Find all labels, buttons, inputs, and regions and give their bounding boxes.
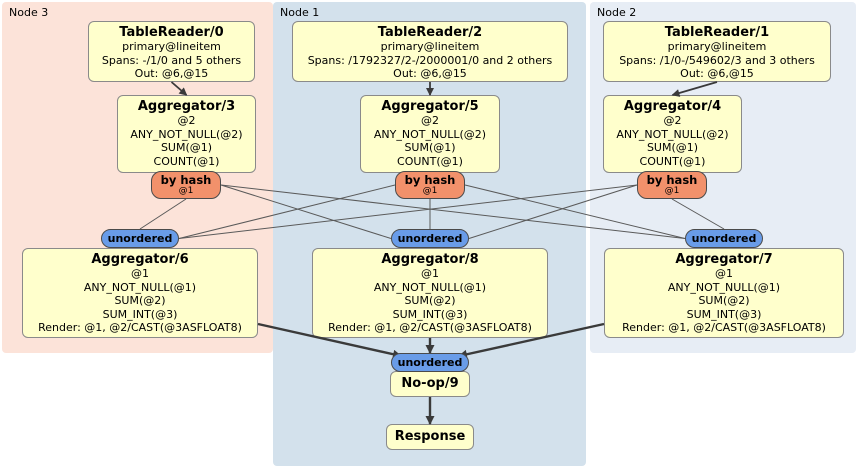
processor-title: TableReader/2 [377, 25, 483, 40]
processor-detail-line: @1 [421, 267, 439, 280]
region-label: Node 3 [9, 6, 49, 19]
router-columns: @1 [422, 186, 438, 196]
processor-detail-line: SUM(@1) [160, 141, 213, 154]
processor-detail-line: SUM_INT(@3) [686, 307, 762, 321]
processor-title: Response [394, 429, 466, 444]
processor-detail-line: ANY_NOT_NULL(@1) [83, 280, 197, 294]
router-columns: @1 [664, 186, 680, 196]
processor-detail-line: SUM(@1) [404, 141, 456, 154]
sync-unordered-final: unordered [391, 353, 469, 372]
processor-title: Aggregator/4 [623, 99, 722, 114]
processor-detail-line: @2 [663, 114, 682, 127]
processor-detail-line: Out: @6,@15 [134, 67, 209, 80]
region-label: Node 2 [597, 6, 637, 19]
processor-detail-line: ANY_NOT_NULL(@1) [667, 280, 781, 294]
processor-detail-line: Out: @6,@15 [393, 67, 467, 80]
processor-detail-line: SUM_INT(@3) [102, 307, 178, 321]
processor-detail-line: Spans: -/1/0 and 5 others [101, 53, 242, 67]
router-by-hash-5: by hash @1 [395, 171, 465, 199]
processor-detail-line: SUM(@2) [404, 294, 456, 307]
processor-title: Aggregator/5 [381, 99, 479, 114]
processor-title: Aggregator/6 [91, 252, 189, 267]
processor-detail-line: SUM_INT(@3) [392, 307, 468, 321]
sync-unordered-middle: unordered [391, 229, 469, 248]
processor-title: Aggregator/3 [137, 99, 236, 114]
processor-detail-line: ANY_NOT_NULL(@1) [373, 280, 487, 294]
processor-detail-line: COUNT(@1) [639, 154, 706, 168]
processor-detail-line: ANY_NOT_NULL(@2) [373, 127, 487, 141]
sync-unordered-right: unordered [685, 229, 763, 248]
processor-response: Response [386, 424, 474, 450]
region-label: Node 1 [280, 6, 320, 19]
processor-noop-9: No-op/9 [390, 371, 470, 397]
sync-unordered-left: unordered [101, 229, 179, 248]
processor-detail-line: Out: @6,@15 [680, 67, 754, 80]
router-columns: @1 [178, 186, 194, 196]
processor-detail-line: Render: @1, @2/CAST(@3ASFLOAT8) [38, 321, 242, 334]
router-by-hash-3: by hash @1 [151, 171, 221, 199]
processor-title: Aggregator/7 [675, 252, 773, 267]
processor-detail-line: Spans: /1792327/2-/2000001/0 and 2 other… [307, 53, 553, 67]
processor-detail-line: @2 [421, 114, 439, 127]
processor-title: Aggregator/8 [381, 252, 479, 267]
processor-detail-line: @1 [131, 267, 149, 280]
processor-title: TableReader/0 [119, 25, 224, 40]
processor-detail-line: COUNT(@1) [153, 154, 220, 168]
processor-detail-line: ANY_NOT_NULL(@2) [130, 127, 243, 141]
processor-detail-line: Spans: /1/0-/549602/3 and 3 others [619, 53, 815, 67]
processor-title: TableReader/1 [664, 25, 770, 40]
processor-detail-line: COUNT(@1) [397, 154, 463, 168]
processor-detail-line: SUM(@1) [646, 141, 699, 154]
router-label: by hash [160, 173, 212, 187]
processor-detail-line: ANY_NOT_NULL(@2) [616, 127, 729, 141]
processor-detail-line: primary@lineitem [122, 40, 221, 53]
processor-detail-line: Render: @1, @2/CAST(@3ASFLOAT8) [328, 321, 532, 334]
processor-detail-line: @1 [715, 267, 733, 280]
processor-detail-line: SUM(@2) [698, 294, 750, 307]
processor-detail-line: Render: @1, @2/CAST(@3ASFLOAT8) [622, 321, 826, 334]
router-by-hash-4: by hash @1 [637, 171, 707, 199]
processor-detail-line: SUM(@2) [114, 294, 166, 307]
router-label: by hash [404, 173, 456, 187]
processor-detail-line: primary@lineitem [667, 40, 767, 53]
processor-title: No-op/9 [401, 376, 459, 391]
processor-detail-line: @2 [177, 114, 196, 127]
processor-detail-line: primary@lineitem [380, 40, 480, 53]
router-label: by hash [646, 173, 698, 187]
